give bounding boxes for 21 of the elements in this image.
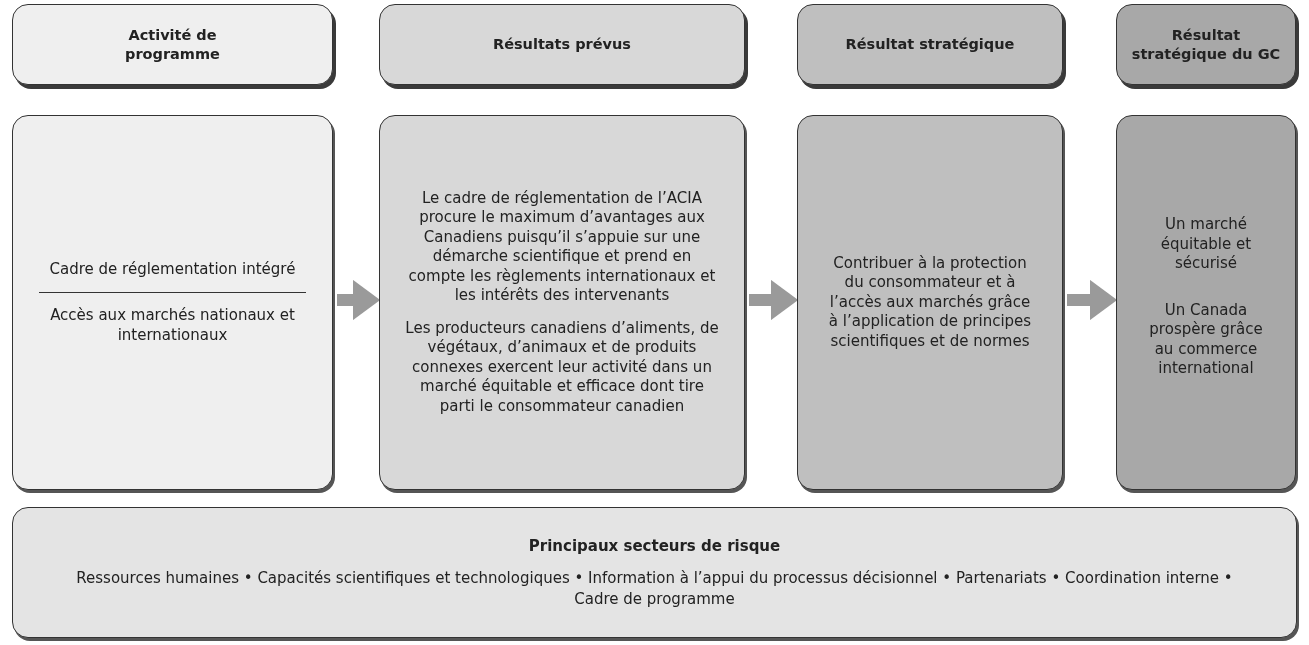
box-text: Le cadre de réglementation de l’ACIA procure le maximum d’avantages aux Canadiens puisqu’il s’appuie sur une démarche scientifique et prend en compte les règlements internationaux et les intérêts des intervenants [407,188,717,306]
content-box [12,115,333,490]
block-arrow [337,279,381,321]
box-text: Un Canada prospère grâce au commerce international [1148,300,1264,379]
risk-panel [12,507,1297,638]
block-arrow [1067,279,1118,321]
box-text: Les producteurs canadiens d’aliments, de végétaux, d’animaux et de produits connexes exercent leur activité dans un marché équitable et efficace dont tire parti le consommateur canadien [404,318,720,417]
box-text: Ressources humaines • Capacités scientifiques et technologiques • Information à l’appui du processus décisionnel • Partenariats • Coordination interne • Cadre de programme [75,567,1234,610]
content-box [379,115,745,490]
box-text: Accès aux marchés nationaux et internationaux [49,306,296,346]
box-text: Un marché équitable et sécurisé [1159,215,1253,274]
column-heading: Résultats prévus [493,35,631,54]
box-text: Cadre de réglementation intégré [48,259,297,280]
box-text: Contribuer à la protection du consommateur et à l’accès aux marchés grâce à l’application de principes scientifiques et de normes [828,253,1032,352]
column-heading: Résultat stratégique [845,35,1015,54]
content-box [1116,115,1296,490]
column-heading: Activité de programme [124,25,221,64]
block-arrow [749,279,799,321]
panel-heading: Principaux secteurs de risque [528,535,781,557]
column-heading: Résultat stratégique du GC [1130,25,1282,64]
content-box [797,115,1063,490]
